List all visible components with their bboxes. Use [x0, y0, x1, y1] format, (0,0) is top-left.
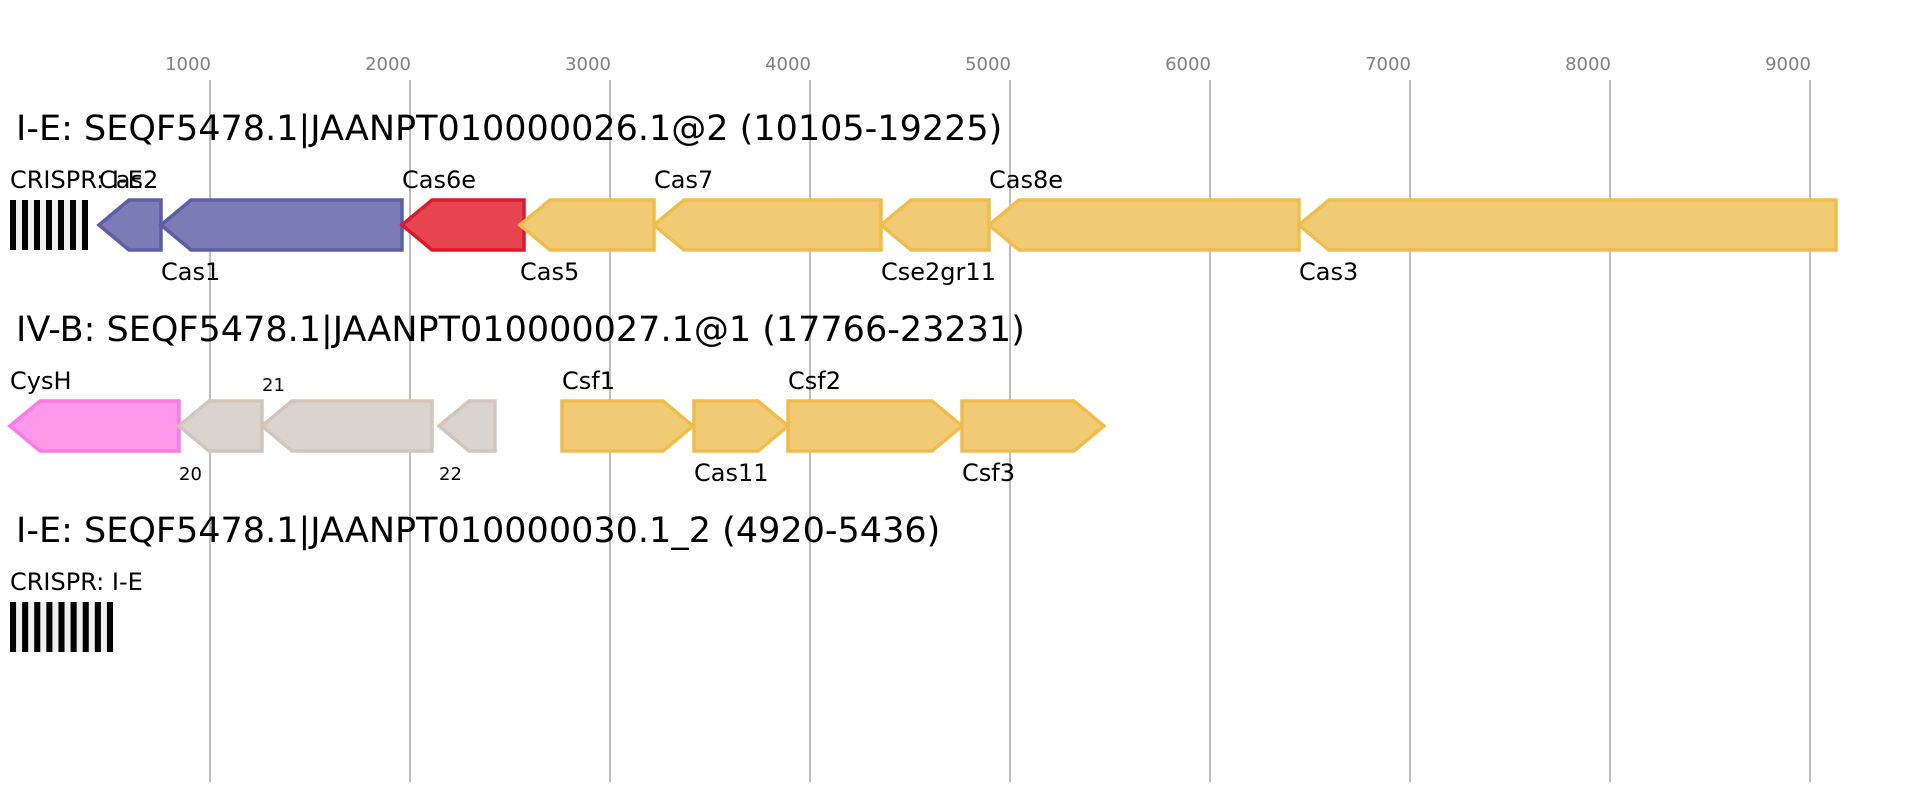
- gene-label: Cse2gr11: [881, 258, 996, 286]
- crispr-repeat: [82, 200, 88, 250]
- tick-label: 6000: [1165, 54, 1211, 75]
- gene-arrow: [399, 198, 526, 252]
- track-1: I-E: SEQF5478.1|JAANPT010000026.1@2 (101…: [10, 109, 1838, 286]
- tick-label: 7000: [1365, 54, 1411, 75]
- crispr-label: CRISPR: I-E: [10, 166, 143, 194]
- tick-label: 2000: [365, 54, 411, 75]
- gene-label: 22: [439, 464, 462, 485]
- tick-label: 5000: [965, 54, 1011, 75]
- gene-arrow: [651, 198, 883, 252]
- gene-arrow: [517, 198, 656, 252]
- crispr-repeat: [58, 602, 65, 652]
- gene-label: Cas2: [99, 166, 158, 194]
- gene-arrow: [7, 399, 181, 453]
- crispr-repeat: [46, 602, 53, 652]
- track-title: I-E: SEQF5478.1|JAANPT010000030.1_2 (492…: [16, 511, 940, 551]
- gene-arrow: [259, 399, 434, 453]
- tick-label: 4000: [765, 54, 811, 75]
- crispr-label: CRISPR: I-E: [10, 568, 143, 596]
- tick-label: 9000: [1765, 54, 1811, 75]
- gene-cas5[interactable]: Cas5: [517, 198, 656, 286]
- gene-cas2[interactable]: Cas2: [96, 166, 163, 252]
- gene-cas11[interactable]: Cas11: [692, 399, 791, 487]
- gene-label: Cas11: [694, 459, 769, 487]
- crispr-repeat: [22, 200, 28, 250]
- gene-arrow: [986, 198, 1301, 252]
- track-title: I-E: SEQF5478.1|JAANPT010000026.1@2 (101…: [16, 109, 1002, 149]
- crispr-repeat: [82, 602, 89, 652]
- gene-arrow: [436, 399, 497, 453]
- tracks: I-E: SEQF5478.1|JAANPT010000026.1@2 (101…: [7, 109, 1838, 652]
- gene-arrow: [692, 399, 791, 453]
- crispr-repeat: [10, 200, 16, 250]
- gene-label: Cas1: [161, 258, 220, 286]
- crispr-repeat: [46, 200, 52, 250]
- gene-cas7[interactable]: Cas7: [651, 166, 883, 252]
- gene-arrow: [560, 399, 696, 453]
- tick-label: 3000: [565, 54, 611, 75]
- gene-csf3[interactable]: Csf3: [960, 399, 1107, 487]
- gene-label: Cas7: [654, 166, 713, 194]
- gene-label: CysH: [10, 367, 72, 395]
- track-2: IV-B: SEQF5478.1|JAANPT010000027.1@1 (17…: [7, 310, 1107, 487]
- gene-cas8e[interactable]: Cas8e: [986, 166, 1301, 252]
- track-title: IV-B: SEQF5478.1|JAANPT010000027.1@1 (17…: [16, 310, 1025, 350]
- gene-cse2gr11[interactable]: Cse2gr11: [878, 198, 996, 286]
- gene-cas6e[interactable]: Cas6e: [399, 166, 526, 252]
- crispr-repeat: [94, 602, 101, 652]
- gene-20[interactable]: 20: [176, 399, 264, 485]
- gene-cysh[interactable]: CysH: [7, 367, 181, 453]
- gene-label: Cas8e: [989, 166, 1063, 194]
- gene-csf2[interactable]: Csf2: [786, 367, 965, 453]
- gene-label: Csf1: [562, 367, 615, 395]
- gene-arrow: [1296, 198, 1838, 252]
- tick-label: 8000: [1565, 54, 1611, 75]
- crispr-repeat: [10, 602, 17, 652]
- crispr-repeat: [70, 200, 76, 250]
- gene-21[interactable]: 21: [259, 375, 434, 453]
- gene-22[interactable]: 22: [436, 399, 497, 485]
- crispr-repeat: [34, 602, 41, 652]
- gene-arrow: [960, 399, 1107, 453]
- gene-arrow: [96, 198, 163, 252]
- tick-label: 1000: [165, 54, 211, 75]
- gene-cas1[interactable]: Cas1: [158, 198, 404, 286]
- gene-arrow: [878, 198, 991, 252]
- crispr-repeat: [34, 200, 40, 250]
- gene-arrow: [158, 198, 404, 252]
- gene-csf1[interactable]: Csf1: [560, 367, 696, 453]
- crispr-repeat: [70, 602, 77, 652]
- gene-arrow: [786, 399, 965, 453]
- gene-label: Cas5: [520, 258, 579, 286]
- crispr-repeat: [22, 602, 29, 652]
- gene-label: Csf3: [962, 459, 1015, 487]
- gene-label: 20: [179, 464, 202, 485]
- crispr-repeat: [58, 200, 64, 250]
- crispr-array[interactable]: CRISPR: I-E: [10, 568, 143, 652]
- gene-label: 21: [262, 375, 285, 396]
- crispr-array[interactable]: CRISPR: I-E: [10, 166, 143, 250]
- gene-cas3[interactable]: Cas3: [1296, 198, 1838, 286]
- gene-label: Csf2: [788, 367, 841, 395]
- gene-arrow: [176, 399, 264, 453]
- gene-label: Cas3: [1299, 258, 1358, 286]
- track-3: I-E: SEQF5478.1|JAANPT010000030.1_2 (492…: [10, 511, 940, 652]
- gene-label: Cas6e: [402, 166, 476, 194]
- crispr-repeat: [106, 602, 113, 652]
